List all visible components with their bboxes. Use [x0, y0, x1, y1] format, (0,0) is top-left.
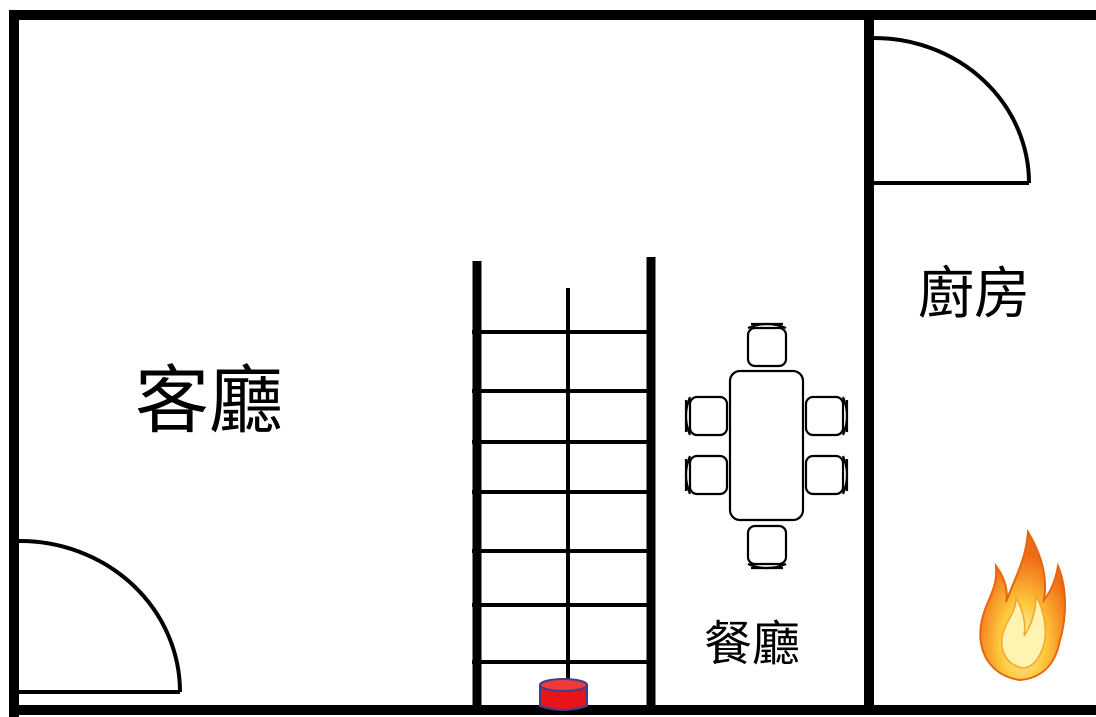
chair-right-lower [804, 454, 849, 496]
chair-left-lower [684, 454, 729, 496]
living-room-label: 客廳 [135, 358, 283, 444]
chair-left-upper [684, 395, 729, 437]
kitchen-door[interactable] [873, 36, 1031, 185]
dining-room-label: 餐廳 [704, 616, 800, 672]
detector-icon [539, 678, 588, 711]
living-room-door[interactable] [18, 538, 182, 694]
chair-right-upper [804, 395, 849, 437]
fire-icon [979, 528, 1066, 682]
chair-bottom [746, 524, 788, 570]
dining-table [728, 369, 805, 522]
staircase [472, 257, 656, 714]
kitchen-label: 廚房 [918, 262, 1030, 327]
dining-table-set [684, 322, 849, 570]
chair-top [746, 322, 788, 368]
